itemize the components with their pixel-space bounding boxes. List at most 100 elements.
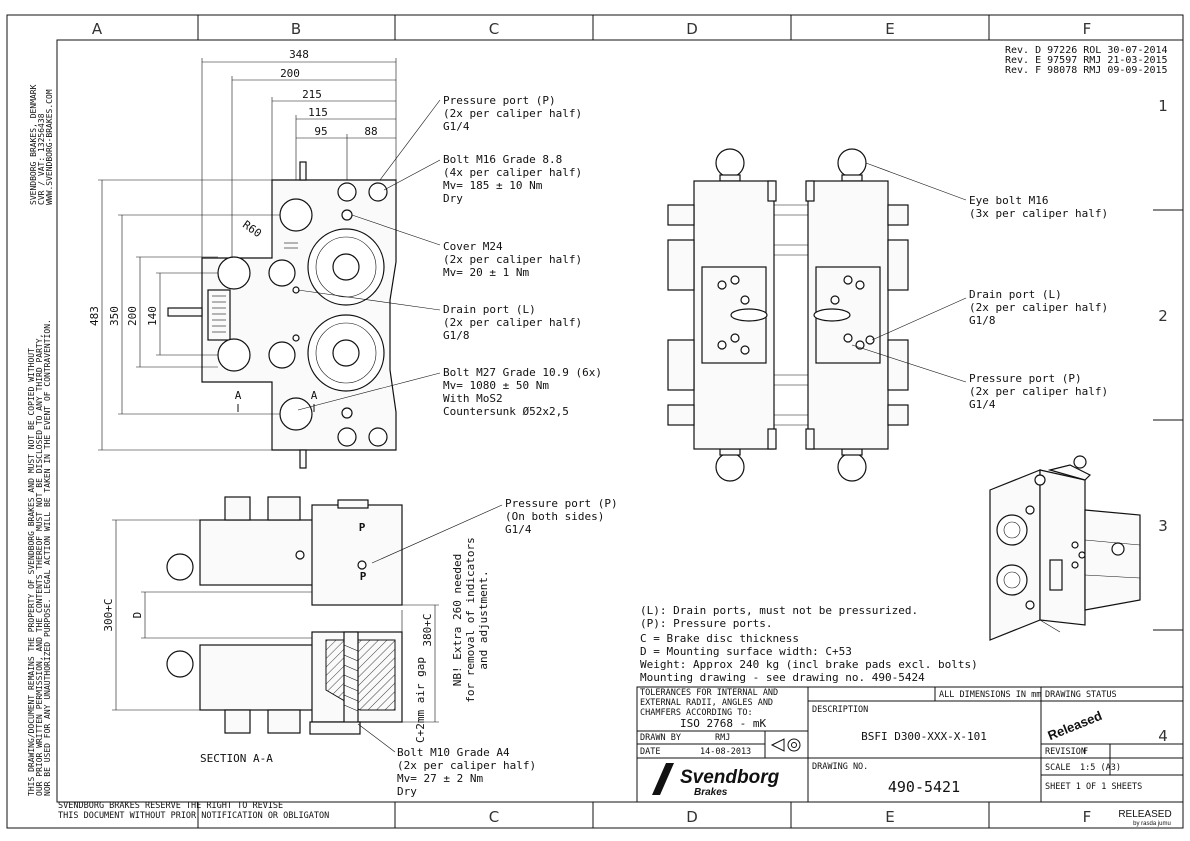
grid-col-f-bottom: F	[1083, 808, 1092, 826]
dim-200: 200	[280, 67, 300, 80]
callout-line: With MoS2	[443, 392, 503, 405]
callout-line: G1/8	[443, 329, 470, 342]
general-notes: (L): Drain ports, must not be pressurize…	[640, 604, 978, 684]
front-view: 348 200 215 115 95 88 483 350 200 140 R6…	[88, 48, 397, 469]
description-label: DESCRIPTION	[812, 705, 868, 715]
callout-pressure-port-top: Pressure port (P) (2x per caliper half) …	[443, 94, 582, 133]
drawing-no-label: DRAWING NO.	[812, 762, 868, 772]
grid-col-c-bottom: C	[489, 808, 499, 826]
drawn-by-value: RMJ	[715, 733, 730, 743]
tolerances: TOLERANCES FOR INTERNAL AND EXTERNAL RAD…	[640, 688, 778, 730]
company-name: SVENDBORG BRAKES, DENMARK	[29, 84, 38, 205]
note-line: D = Mounting surface width: C+53	[640, 645, 852, 658]
scale-label: SCALE	[1045, 763, 1071, 773]
company-info: SVENDBORG BRAKES, DENMARK CVR / VAT: 132…	[29, 84, 54, 205]
side-callout-leaders	[357, 504, 503, 753]
release-stamp-by: by rasda jumu	[1133, 821, 1171, 827]
dim-380-c: 380+C	[421, 613, 434, 646]
side-view: P P 300+C D 380+C C+2mm air gap NB! Extr…	[102, 496, 490, 765]
callout-line: (2x per caliper half)	[397, 759, 536, 772]
callout-line: Mv= 185 ± 10 Nm	[443, 179, 543, 192]
callout-line: Mv= 27 ± 2 Nm	[397, 772, 483, 785]
callout-line: Dry	[443, 192, 463, 205]
note-line: Weight: Approx 240 kg (incl brake pads e…	[640, 658, 978, 671]
company-web: WWW.SVENDBORG-BRAKES.COM	[45, 89, 54, 205]
revise-notice: SVENDBORG BRAKES RESERVE THE RIGHT TO RE…	[58, 801, 329, 821]
callout-line: Drain port (L)	[969, 288, 1062, 301]
callout-line: Dry	[397, 785, 417, 798]
title-block	[636, 686, 1184, 803]
tolerance-line: TOLERANCES FOR INTERNAL AND	[640, 688, 778, 698]
callout-line: (2x per caliper half)	[443, 107, 582, 120]
callout-eye-bolt: Eye bolt M16 (3x per caliper half)	[969, 194, 1108, 220]
callout-line: Bolt M10 Grade A4	[397, 746, 510, 759]
callout-line: Pressure port (P)	[505, 497, 618, 510]
callout-line: Countersunk Ø52x2,5	[443, 405, 569, 418]
callout-line: Mv= 1080 ± 50 Nm	[443, 379, 549, 392]
callout-bolt-m10: Bolt M10 Grade A4 (2x per caliper half) …	[397, 746, 536, 798]
property-line-2: OUR PRIOR WRITTEN PERMISSION, AND THE CO…	[35, 334, 44, 796]
svendborg-logo: Svendborg Brakes	[652, 763, 780, 798]
dim-200-vertical: 200	[126, 306, 139, 326]
grid-col-f: F	[1083, 20, 1092, 38]
dim-115: 115	[308, 106, 328, 119]
isometric-view	[989, 455, 1141, 641]
callout-line: Pressure port (P)	[443, 94, 556, 107]
grid-row-1: 1	[1158, 97, 1168, 115]
p-label-upper: P	[359, 521, 366, 534]
note-line: C = Brake disc thickness	[640, 632, 799, 645]
dim-215: 215	[302, 88, 322, 101]
property-line-3: NOR BE USED FOR ANY UNAUTHORIZED PURPOSE…	[43, 319, 52, 796]
dim-348: 348	[289, 48, 309, 61]
callout-line: (4x per caliper half)	[443, 166, 582, 179]
scale-value: 1:5 (A3)	[1080, 763, 1121, 773]
air-gap-label: C+2mm air gap	[414, 657, 427, 743]
callout-pressure-port-right: Pressure port (P) (2x per caliper half) …	[969, 372, 1108, 411]
grid-row-4: 4	[1158, 727, 1168, 745]
extra-line: and adjustment.	[477, 570, 490, 669]
callout-line: Bolt M16 Grade 8.8	[443, 153, 562, 166]
revise-line: THIS DOCUMENT WITHOUT PRIOR NOTIFICATION…	[58, 811, 329, 821]
grid-row-2: 2	[1158, 307, 1168, 325]
projection-symbol-icon	[770, 738, 801, 752]
callout-line: (2x per caliper half)	[443, 253, 582, 266]
revision-history: Rev. D 97226 ROL 30-07-2014 Rev. E 97597…	[1005, 45, 1168, 76]
property-notice: THIS DRAWING/DOCUMENT REMAINS THE PROPER…	[27, 319, 52, 796]
revision-d: Rev. D 97226 ROL 30-07-2014	[1005, 45, 1168, 56]
grid-col-a: A	[92, 20, 103, 38]
dim-88: 88	[364, 125, 377, 138]
date-label: DATE	[640, 747, 660, 757]
callout-line: (2x per caliper half)	[443, 316, 582, 329]
logo-mark-icon	[652, 763, 674, 795]
callout-line: Mv= 20 ± 1 Nm	[443, 266, 529, 279]
grid-row-3: 3	[1158, 517, 1168, 535]
callout-line: G1/4	[969, 398, 996, 411]
revision-e: Rev. E 97597 RMJ 21-03-2015	[1005, 55, 1168, 66]
drawing-status-label: DRAWING STATUS	[1045, 690, 1117, 700]
date-value: 14-08-2013	[700, 747, 751, 757]
callout-line: Bolt M27 Grade 10.9 (6x)	[443, 366, 602, 379]
callout-line: Drain port (L)	[443, 303, 536, 316]
top-view	[667, 148, 909, 482]
tolerance-line: CHAMFERS ACCORDING TO:	[640, 708, 753, 718]
all-dimensions-label: ALL DIMENSIONS IN mm	[939, 690, 1041, 700]
sheet-frame	[6, 14, 1184, 829]
logo-subtext: Brakes	[694, 787, 728, 798]
description-value: BSFI D300-XXX-X-101	[861, 730, 987, 743]
grid-row-labels: 1 2 3 4	[1158, 97, 1168, 745]
extra-line: NB! Extra 260 needed	[451, 554, 464, 686]
grid-col-e-bottom: E	[885, 808, 894, 826]
section-mark-a-right: A	[311, 389, 318, 402]
sheet-count: SHEET 1 OF 1 SHEETS	[1045, 782, 1142, 792]
iso-standard: ISO 2768 - mK	[680, 717, 766, 730]
drawing-no-value: 490-5421	[888, 778, 960, 796]
grid-col-d: D	[686, 20, 698, 38]
dim-d: D	[131, 612, 144, 619]
dim-350: 350	[108, 306, 121, 326]
callout-line: G1/4	[505, 523, 532, 536]
callout-line: (2x per caliper half)	[969, 385, 1108, 398]
grid-col-c: C	[489, 20, 499, 38]
revision-label: REVISION	[1045, 747, 1086, 757]
top-callout-leaders	[851, 162, 967, 383]
